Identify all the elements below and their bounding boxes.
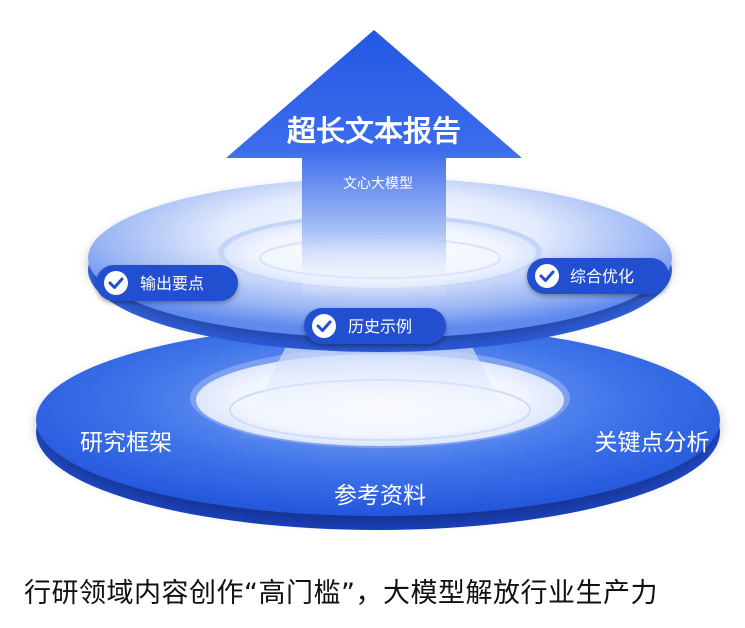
check-circle-icon (535, 264, 559, 288)
check-circle-icon (312, 314, 336, 338)
lower-label-reference-materials: 参考资料 (334, 483, 426, 509)
badge-pill (527, 258, 669, 294)
check-mark (316, 320, 332, 332)
badge-historical-examples: 历史示例 (304, 308, 446, 344)
check-mark (539, 270, 555, 282)
arrow-shape (226, 30, 522, 298)
arrow-shaft-fade (238, 335, 520, 440)
badge-comprehensive-optimization: 综合优化 (527, 258, 669, 294)
badge-label: 综合优化 (570, 267, 634, 286)
badge-pill (96, 265, 238, 301)
check-mark (108, 277, 124, 289)
lower-label-research-framework: 研究框架 (80, 430, 172, 456)
caption: 行研领域内容创作“高门槛”，大模型解放行业生产力 (24, 578, 658, 609)
badge-pill (304, 308, 446, 344)
check-circle-icon (104, 271, 128, 295)
badge-label: 历史示例 (348, 317, 412, 336)
up-arrow: 超长文本报告 文心大模型 (226, 30, 522, 298)
arrow-subtitle: 文心大模型 (343, 176, 413, 192)
badge-label: 输出要点 (140, 274, 204, 293)
badge-output-points: 输出要点 (96, 265, 238, 301)
arrow-title: 超长文本报告 (287, 114, 461, 148)
lower-label-key-point-analysis: 关键点分析 (595, 430, 710, 456)
